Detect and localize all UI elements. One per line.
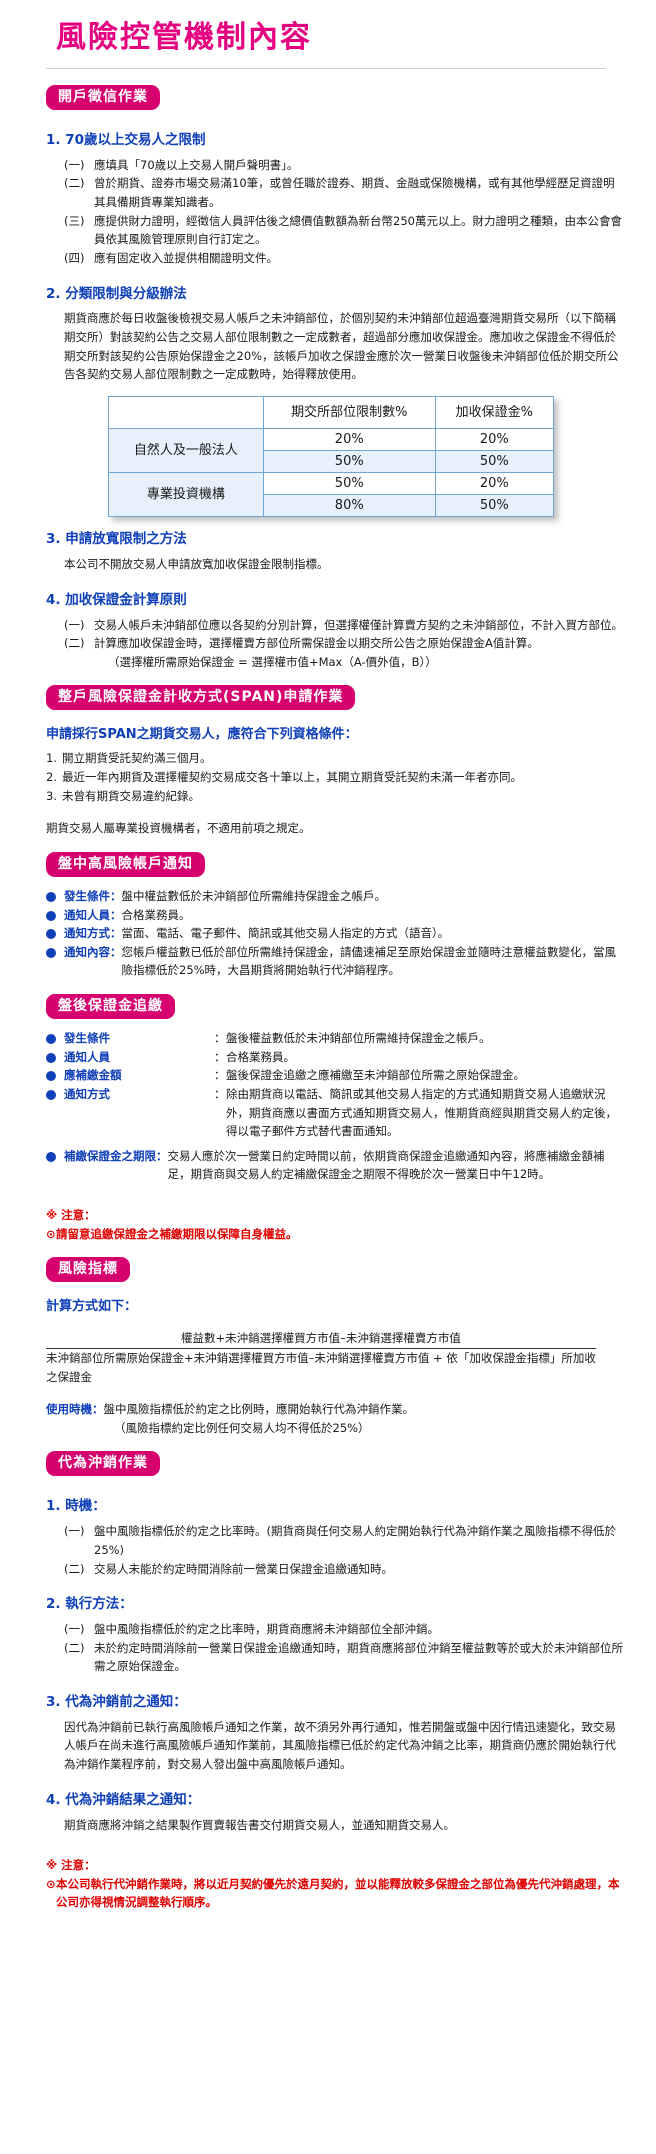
list-item: 應補繳金額：盤後保證金追繳之應補繳至未沖銷部位所需之原始保證金。 [46,1066,626,1085]
bullet-icon [46,1151,56,1162]
list-item: (二)曾於期貨、證券市場交易滿10筆，或曾任職於證券、期貨、金融或保險機構，或有… [64,176,615,210]
table-header-empty [108,395,264,429]
bullet-icon [46,1089,56,1100]
section-badge-intraday: 盤中高風險帳戶通知 [46,851,205,877]
section-badge-margin-call: 盤後保證金追繳 [46,994,175,1020]
section-risk-indicator: 風險指標 計算方式如下： 權益數+未沖銷選擇權買方市值–未沖銷選擇權賣方市值 未… [46,1257,626,1437]
bullet-icon [46,1034,56,1045]
margin-formula: （選擇權所需原始保證金 = 選擇權市值+Max（A-價外值，B）） [108,654,437,669]
table-row-label-institution: 專業投資機構 [108,472,264,518]
section-badge-account-opening: 開戶徵信作業 [46,85,160,110]
paragraph-classification: 期貨商應於每日收盤後檢視交易人帳戶之未沖銷部位，於個別契約未沖銷部位超過臺灣期貨… [64,311,619,382]
list-item: (二)交易人未能於約定時間消除前一營業日保證金追繳通知時。 [64,1561,393,1576]
list-timing: (一)盤中風險指標低於約定之比率時。(期貨商與任何交易人約定開始執行代為沖銷作業… [64,1522,626,1578]
section-badge-risk-indicator: 風險指標 [46,1257,130,1283]
table-cell: 50% [434,494,555,518]
list-item: (四)應有固定收入並提供相關證明文件。 [64,250,278,265]
list-intraday-notice: 發生條件：盤中權益數低於未沖銷部位所需維持保證金之帳戶。 通知人員：合格業務員。… [46,887,626,980]
list-item: 補繳保證金之期限：交易人應於次一營業日約定時間以前，依期貨商保證金追繳通知內容，… [46,1147,626,1184]
table-header-limit: 期交所部位限制數% [262,395,436,429]
title-divider [46,68,606,69]
paragraph-pre-notice: 因代為沖銷前已執行高風險帳戶通知之作業，故不須另外再行通知，惟若開盤或盤中因行情… [64,1719,616,1772]
list-item: (二)計算應加收保證金時，選擇權賣方部位所需保證金以期交所公告之原始保證金A值計… [64,636,539,651]
list-item: 1.開立期貨受託契約滿三個月。 [46,751,212,766]
list-item: 通知人員：合格業務員。 [46,906,626,925]
bullet-icon [46,1071,56,1082]
section-badge-forced-liquidation: 代為沖銷作業 [46,1451,160,1477]
list-item: (一)盤中風險指標低於約定之比率時，期貨商應將未沖銷部位全部沖銷。 [64,1622,439,1637]
list-item: (一)應填具「70歲以上交易人開戶聲明書」。 [64,157,299,172]
note-mark-icon: ⊙ [46,1876,56,1891]
list-item: 通知方式：當面、電話、電子郵件、簡訊或其他交易人指定的方式（語音）。 [46,924,626,943]
list-item: 2.最近一年內期貨及選擇權契約交易成交各十筆以上，其開立期貨受託契約未滿一年者亦… [46,770,522,785]
section-forced-liquidation: 代為沖銷作業 1. 時機： (一)盤中風險指標低於約定之比率時。(期貨商與任何交… [46,1451,626,1912]
list-item: 3.未曾有期貨交易違約紀錄。 [46,788,200,803]
note-heading: ※ 注意： [46,1208,96,1223]
heading-result-notice: 4. 代為沖銷結果之通知： [46,1791,201,1808]
list-item: 通知人員：合格業務員。 [46,1048,626,1067]
usage-text-sub: （風險指標約定比例任何交易人均不得低於25%） [114,1420,370,1435]
list-span-qualification: 1.開立期貨受託契約滿三個月。 2.最近一年內期貨及選擇權契約交易成交各十筆以上… [46,749,626,805]
usage-row: 使用時機： 盤中風險指標低於約定之比例時，應開始執行代為沖銷作業。 [46,1400,626,1419]
paragraph-span-note: 期貨交易人屬專業投資機構者，不適用前項之規定。 [46,821,311,836]
usage-label: 使用時機： [46,1402,104,1417]
section-badge-span: 整戶風險保證金計收方式(SPAN)申請作業 [46,685,356,711]
bullet-icon [46,1052,56,1063]
note-heading: ※ 注意： [46,1858,96,1873]
note-text: ⊙本公司執行代沖銷作業時，將以近月契約優先於遠月契約，並以能釋放較多保證金之部位… [46,1876,620,1910]
bullet-icon [46,910,56,921]
heading-span-qualification: 申請採行SPAN之期貨交易人，應符合下列資格條件： [46,727,358,743]
list-item: 發生條件：盤中權益數低於未沖銷部位所需維持保證金之帳戶。 [46,887,626,906]
heading-pre-notice: 3. 代為沖銷前之通知： [46,1693,187,1710]
list-item: (一)交易人帳戶未沖銷部位應以各契約分別計算，但選擇權僅計算賣方契約之未沖銷部位… [64,617,623,632]
section-margin-call: 盤後保證金追繳 發生條件：盤後權益數低於未沖銷部位所需維持保證金之帳戶。 通知人… [46,994,626,1243]
formula-numerator: 權益數+未沖銷選擇權買方市值–未沖銷選擇權賣方市值 [181,1331,461,1346]
list-age-limit: (一)應填具「70歲以上交易人開戶聲明書」。 (二)曾於期貨、證券市場交易滿10… [64,156,626,268]
section-intraday-notice: 盤中高風險帳戶通知 發生條件：盤中權益數低於未沖銷部位所需維持保證金之帳戶。 通… [46,851,626,980]
list-item: 發生條件：盤後權益數低於未沖銷部位所需維持保證金之帳戶。 [46,1029,626,1048]
list-deadline: 補繳保證金之期限：交易人應於次一營業日約定時間以前，依期貨商保證金追繳通知內容，… [46,1147,626,1184]
formula-denominator: 未沖銷部位所需原始保證金+未沖銷選擇權買方市值–未沖銷選擇權賣方市值 + 依「加… [46,1350,596,1384]
paragraph-result-notice: 期貨商應將沖銷之結果製作買賣報告書交付期貨交易人，並通知期貨交易人。 [64,1817,455,1832]
paragraph-relax-limit: 本公司不開放交易人申請放寬加收保證金限制指標。 [64,557,329,572]
list-item: (二)未於約定時間消除前一營業日保證金追繳通知時，期貨商應將部位沖銷至權益數等於… [64,1640,623,1674]
section-account-opening: 開戶徵信作業 1. 70歲以上交易人之限制 (一)應填具「70歲以上交易人開戶聲… [46,85,626,671]
table-cell: 50% [262,472,436,496]
bullet-icon [46,891,56,902]
table-cell: 50% [262,450,436,474]
heading-calc-method: 計算方式如下： [46,1299,138,1315]
heading-classification: 2. 分類限制與分級辦法 [46,285,187,302]
list-item: 通知方式：除由期貨商以電話、簡訊或其他交易人指定的方式通知期貨交易人追繳狀況外，… [46,1085,626,1141]
heading-method: 2. 執行方法： [46,1596,133,1613]
table-row-label-natural: 自然人及一般法人 [108,427,264,474]
list-item: (三)應提供財力證明，經徵信人員評估後之總價值數額為新台幣250萬元以上。財力證… [64,213,622,247]
bullet-icon [46,929,56,940]
table-cell: 20% [434,472,555,496]
table-cell: 20% [262,427,436,452]
list-method: (一)盤中風險指標低於約定之比率時，期貨商應將未沖銷部位全部沖銷。 (二)未於約… [64,1620,626,1676]
usage-text: 盤中風險指標低於約定之比例時，應開始執行代為沖銷作業。 [103,1402,415,1417]
note-text: ⊙請留意追繳保證金之補繳期限以保障自身權益。 [46,1225,626,1244]
list-margin-call: 發生條件：盤後權益數低於未沖銷部位所需維持保證金之帳戶。 通知人員：合格業務員。… [46,1029,626,1141]
note-mark-icon: ⊙ [46,1226,56,1241]
list-item: 通知內容：您帳戶權益數已低於部位所需維持保證金，請儘速補足至原始保證金並隨時注意… [46,943,626,980]
table-header-margin: 加收保證金% [434,395,555,429]
table-cell: 20% [434,427,555,452]
table-cell: 50% [434,450,555,474]
page: 風險控管機制內容 開戶徵信作業 1. 70歲以上交易人之限制 (一)應填具「70… [46,20,626,1912]
bullet-icon [46,947,56,958]
section-span: 整戶風險保證金計收方式(SPAN)申請作業 申請採行SPAN之期貨交易人，應符合… [46,685,626,838]
heading-relax-limit: 3. 申請放寬限制之方法 [46,531,187,548]
position-limit-table: 期交所部位限制數% 加收保證金% 自然人及一般法人 20% 20% 50% 50… [108,395,555,518]
list-margin-calc: (一)交易人帳戶未沖銷部位應以各契約分別計算，但選擇權僅計算賣方契約之未沖銷部位… [64,616,626,653]
table-cell: 80% [262,494,436,518]
list-item: (一)盤中風險指標低於約定之比率時。(期貨商與任何交易人約定開始執行代為沖銷作業… [64,1524,616,1557]
heading-age-limit: 1. 70歲以上交易人之限制 [46,132,206,148]
formula-fraction-line [46,1347,596,1349]
heading-margin-calc: 4. 加收保證金計算原則 [46,591,187,608]
page-title: 風險控管機制內容 [56,20,312,55]
heading-timing: 1. 時機： [46,1498,106,1515]
